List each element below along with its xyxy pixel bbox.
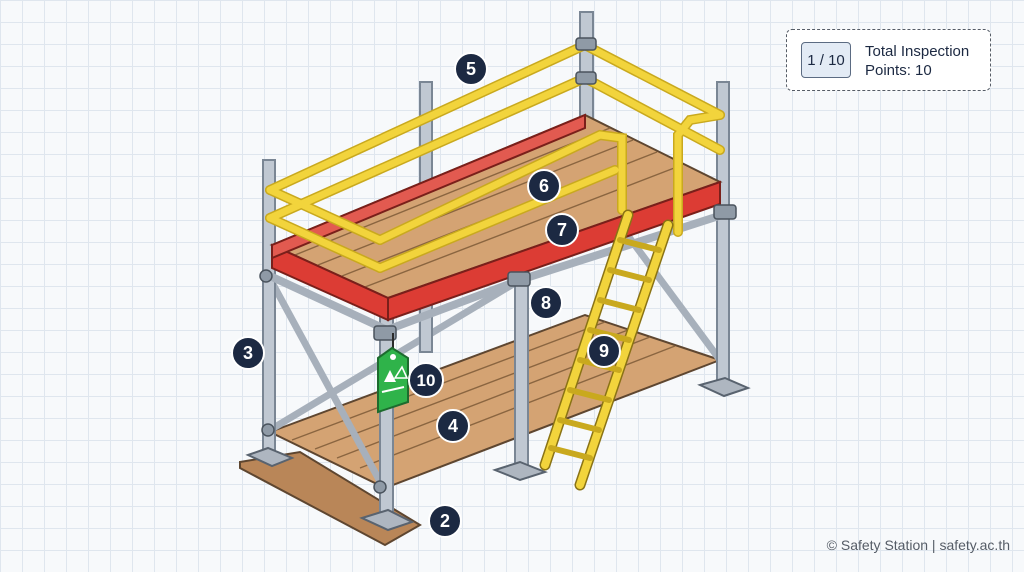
inspection-summary-text: Total Inspection Points: 10: [865, 42, 987, 80]
marker-6-label: 6: [539, 176, 549, 196]
marker-4-label: 4: [448, 416, 458, 436]
marker-3[interactable]: 3: [232, 337, 264, 369]
marker-8-label: 8: [541, 293, 551, 313]
marker-7[interactable]: 7: [546, 214, 578, 246]
marker-2[interactable]: 2: [429, 505, 461, 537]
marker-5-label: 5: [466, 59, 476, 79]
marker-9[interactable]: 9: [588, 335, 620, 367]
marker-3-label: 3: [243, 343, 253, 363]
copyright-footer: © Safety Station | safety.ac.th: [827, 537, 1010, 553]
marker-7-label: 7: [557, 220, 567, 240]
marker-4[interactable]: 4: [437, 410, 469, 442]
marker-10-label: 10: [417, 371, 436, 390]
inspection-counter: 1 / 10: [801, 42, 851, 78]
summary-line-1: Total Inspection: [865, 42, 987, 61]
marker-10[interactable]: 10: [409, 363, 443, 397]
marker-8[interactable]: 8: [530, 287, 562, 319]
marker-2-label: 2: [440, 511, 450, 531]
inspection-summary-box: 1 / 10 Total Inspection Points: 10: [786, 29, 991, 91]
summary-line-2: Points: 10: [865, 61, 987, 80]
marker-5[interactable]: 5: [455, 53, 487, 85]
marker-6[interactable]: 6: [528, 170, 560, 202]
marker-9-label: 9: [599, 341, 609, 361]
